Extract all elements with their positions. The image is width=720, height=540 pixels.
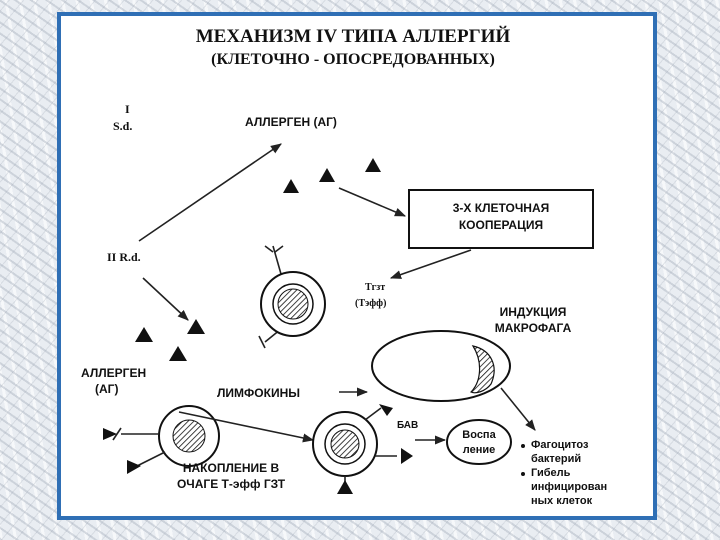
svg-text:Гибель: Гибель xyxy=(531,467,571,479)
svg-text:бактерий: бактерий xyxy=(531,453,581,465)
cooperation-line1: 3-Х КЛЕТОЧНАЯ xyxy=(453,201,550,215)
antigen-triangle xyxy=(319,168,335,182)
induction-line1: ИНДУКЦИЯ xyxy=(500,305,567,319)
title-line2: (КЛЕТОЧНО - ОПОСРЕДОВАННЫХ) xyxy=(211,51,495,68)
inflammation-node xyxy=(447,420,511,464)
mechanism-diagram: МЕХАНИЗМ IV ТИПА АЛЛЕРГИЙ (КЛЕТОЧНО - ОП… xyxy=(61,16,653,516)
inflammation-line2: ление xyxy=(463,444,495,456)
accumulation-line1: НАКОПЛЕНИЕ В xyxy=(183,461,280,475)
t-cell-right xyxy=(313,404,413,494)
antigen-triangle xyxy=(187,319,205,334)
antigen-triangle xyxy=(169,346,187,361)
svg-text:Фагоцитоз: Фагоцитоз xyxy=(531,439,589,451)
outcome-phagocytosis: Фагоцитоз бактерий xyxy=(521,439,589,465)
bav-label: БАВ xyxy=(397,420,418,431)
title-line1: МЕХАНИЗМ IV ТИПА АЛЛЕРГИЙ xyxy=(196,25,511,47)
lymphokines-label: ЛИМФОКИНЫ xyxy=(217,386,300,400)
arrow-to-t-cell-label xyxy=(391,250,471,278)
t-effector-cell xyxy=(259,246,325,348)
t-cell-label-line1: Тгзт xyxy=(365,282,385,293)
antigen-triangle xyxy=(283,179,299,193)
stage2-label: II R.d. xyxy=(107,250,141,264)
allergen-left-line2: (АГ) xyxy=(95,382,118,396)
allergen-left-line1: АЛЛЕРГЕН xyxy=(81,366,146,380)
induction-line2: МАКРОФАГА xyxy=(495,321,572,335)
antigen-triangle xyxy=(135,327,153,342)
arrow-to-left-antigens xyxy=(143,278,188,320)
macrophage xyxy=(372,331,510,401)
t-cell-label-line2: (Тэфф) xyxy=(355,298,386,309)
outcome-cell-death: Гибель инфицирован ных клеток xyxy=(521,467,607,507)
cooperation-line2: КООПЕРАЦИЯ xyxy=(459,218,543,232)
svg-text:инфицирован: инфицирован xyxy=(531,481,607,493)
arrow-to-outcomes xyxy=(501,388,535,430)
stage1-number: I xyxy=(125,102,130,116)
arrow-to-allergen xyxy=(139,144,281,241)
stage1-abbr: S.d. xyxy=(113,119,132,133)
antigen-triangle xyxy=(365,158,381,172)
slide-frame: МЕХАНИЗМ IV ТИПА АЛЛЕРГИЙ (КЛЕТОЧНО - ОП… xyxy=(57,12,657,520)
svg-text:ных клеток: ных клеток xyxy=(531,495,593,507)
allergen-top-label: АЛЛЕРГЕН (АГ) xyxy=(245,115,337,129)
arrow-to-cooperation xyxy=(339,188,405,216)
inflammation-line1: Воспа xyxy=(462,429,496,441)
accumulation-line2: ОЧАГЕ Т-эфф ГЗТ xyxy=(177,477,286,491)
